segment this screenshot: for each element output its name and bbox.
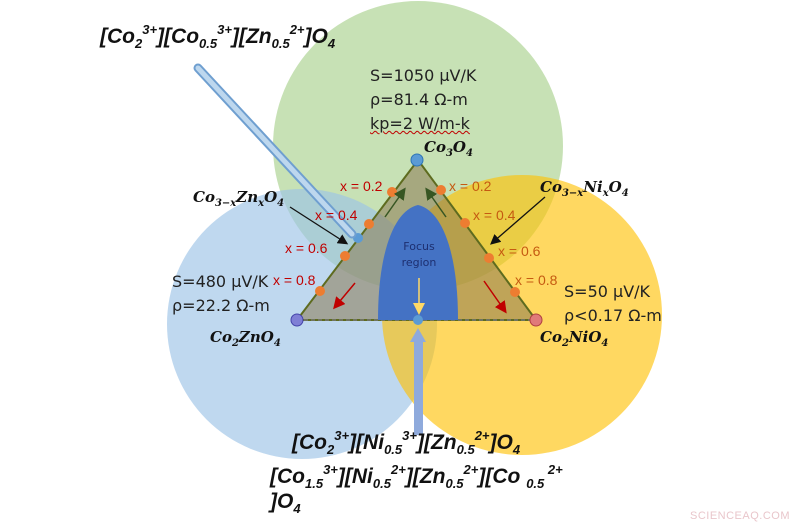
co3o4-label: Co3O4: [424, 138, 473, 159]
zn-series-arrow: [289, 206, 349, 245]
co2nio4-vertex: [529, 313, 543, 327]
co3o4-resistivity: ρ=81.4 Ω-m: [370, 90, 468, 109]
co3o4-seebeck: S=1050 µV/K: [370, 66, 477, 85]
green-arrow-left: [384, 187, 406, 218]
focus-region: [378, 205, 458, 320]
co2zno4-seebeck: S=480 µV/K: [172, 272, 269, 291]
red-arrow-right: [483, 280, 507, 314]
co2zno4-resistivity: ρ=22.2 Ω-m: [172, 296, 270, 315]
co2zno4-label: Co2ZnO4: [210, 328, 281, 349]
watermark: SCIENCEAQ.COM: [689, 510, 790, 522]
focus-vertex: [413, 315, 423, 325]
co2nio4-resistivity: ρ<0.17 Ω-m: [564, 306, 662, 325]
ni-x-label: x = 0.4: [473, 207, 516, 223]
co2nio4-seebeck: S=50 µV/K: [564, 282, 651, 301]
co3o4-thermal-conductivity: kp=2 W/m-k: [370, 114, 470, 133]
bottom-formula-arrowhead: [410, 328, 426, 342]
co2zno4-vertex: [290, 313, 304, 327]
ni-series-arrow: [490, 196, 546, 245]
bottom-formula-ni2: [Co1.53+][Ni0.52+][Zn0.52+][Co 0.5 2+: [270, 462, 563, 491]
co2zno4-properties: S=480 µV/K ρ=22.2 Ω-m: [172, 270, 270, 318]
ni-x-label: x = 0.6: [498, 243, 541, 259]
zn-x-label: x = 0.4: [315, 207, 358, 223]
co2nio4-properties: S=50 µV/K ρ<0.17 Ω-m: [564, 280, 662, 328]
zn-x-label: x = 0.6: [285, 240, 328, 256]
bottom-formula-ni2-cont: ]O4: [270, 490, 301, 516]
green-arrow-right: [425, 187, 447, 218]
bottom-formula-arrow: [414, 340, 423, 435]
top-formula: [Co23+][Co0.53+][Zn0.52+]O4: [100, 22, 336, 51]
zn-x-label: x = 0.8: [273, 272, 316, 288]
zn-x-label: x = 0.2: [340, 178, 383, 194]
zn-series-label: Co3−xZnxO4: [193, 188, 285, 209]
red-arrow-left: [333, 282, 356, 310]
ni-series-label: Co3−xNixO4: [540, 178, 629, 199]
co2nio4-label: Co2NiO4: [540, 328, 609, 349]
bottom-formula-ni3: [Co23+][Ni0.53+][Zn0.52+]O4: [292, 428, 521, 457]
ni-x-label: x = 0.8: [515, 272, 558, 288]
co3o4-properties: S=1050 µV/K ρ=81.4 Ω-m kp=2 W/m-k: [370, 64, 476, 136]
co3o4-vertex: [410, 153, 424, 167]
ni-x-label: x = 0.2: [449, 178, 492, 194]
